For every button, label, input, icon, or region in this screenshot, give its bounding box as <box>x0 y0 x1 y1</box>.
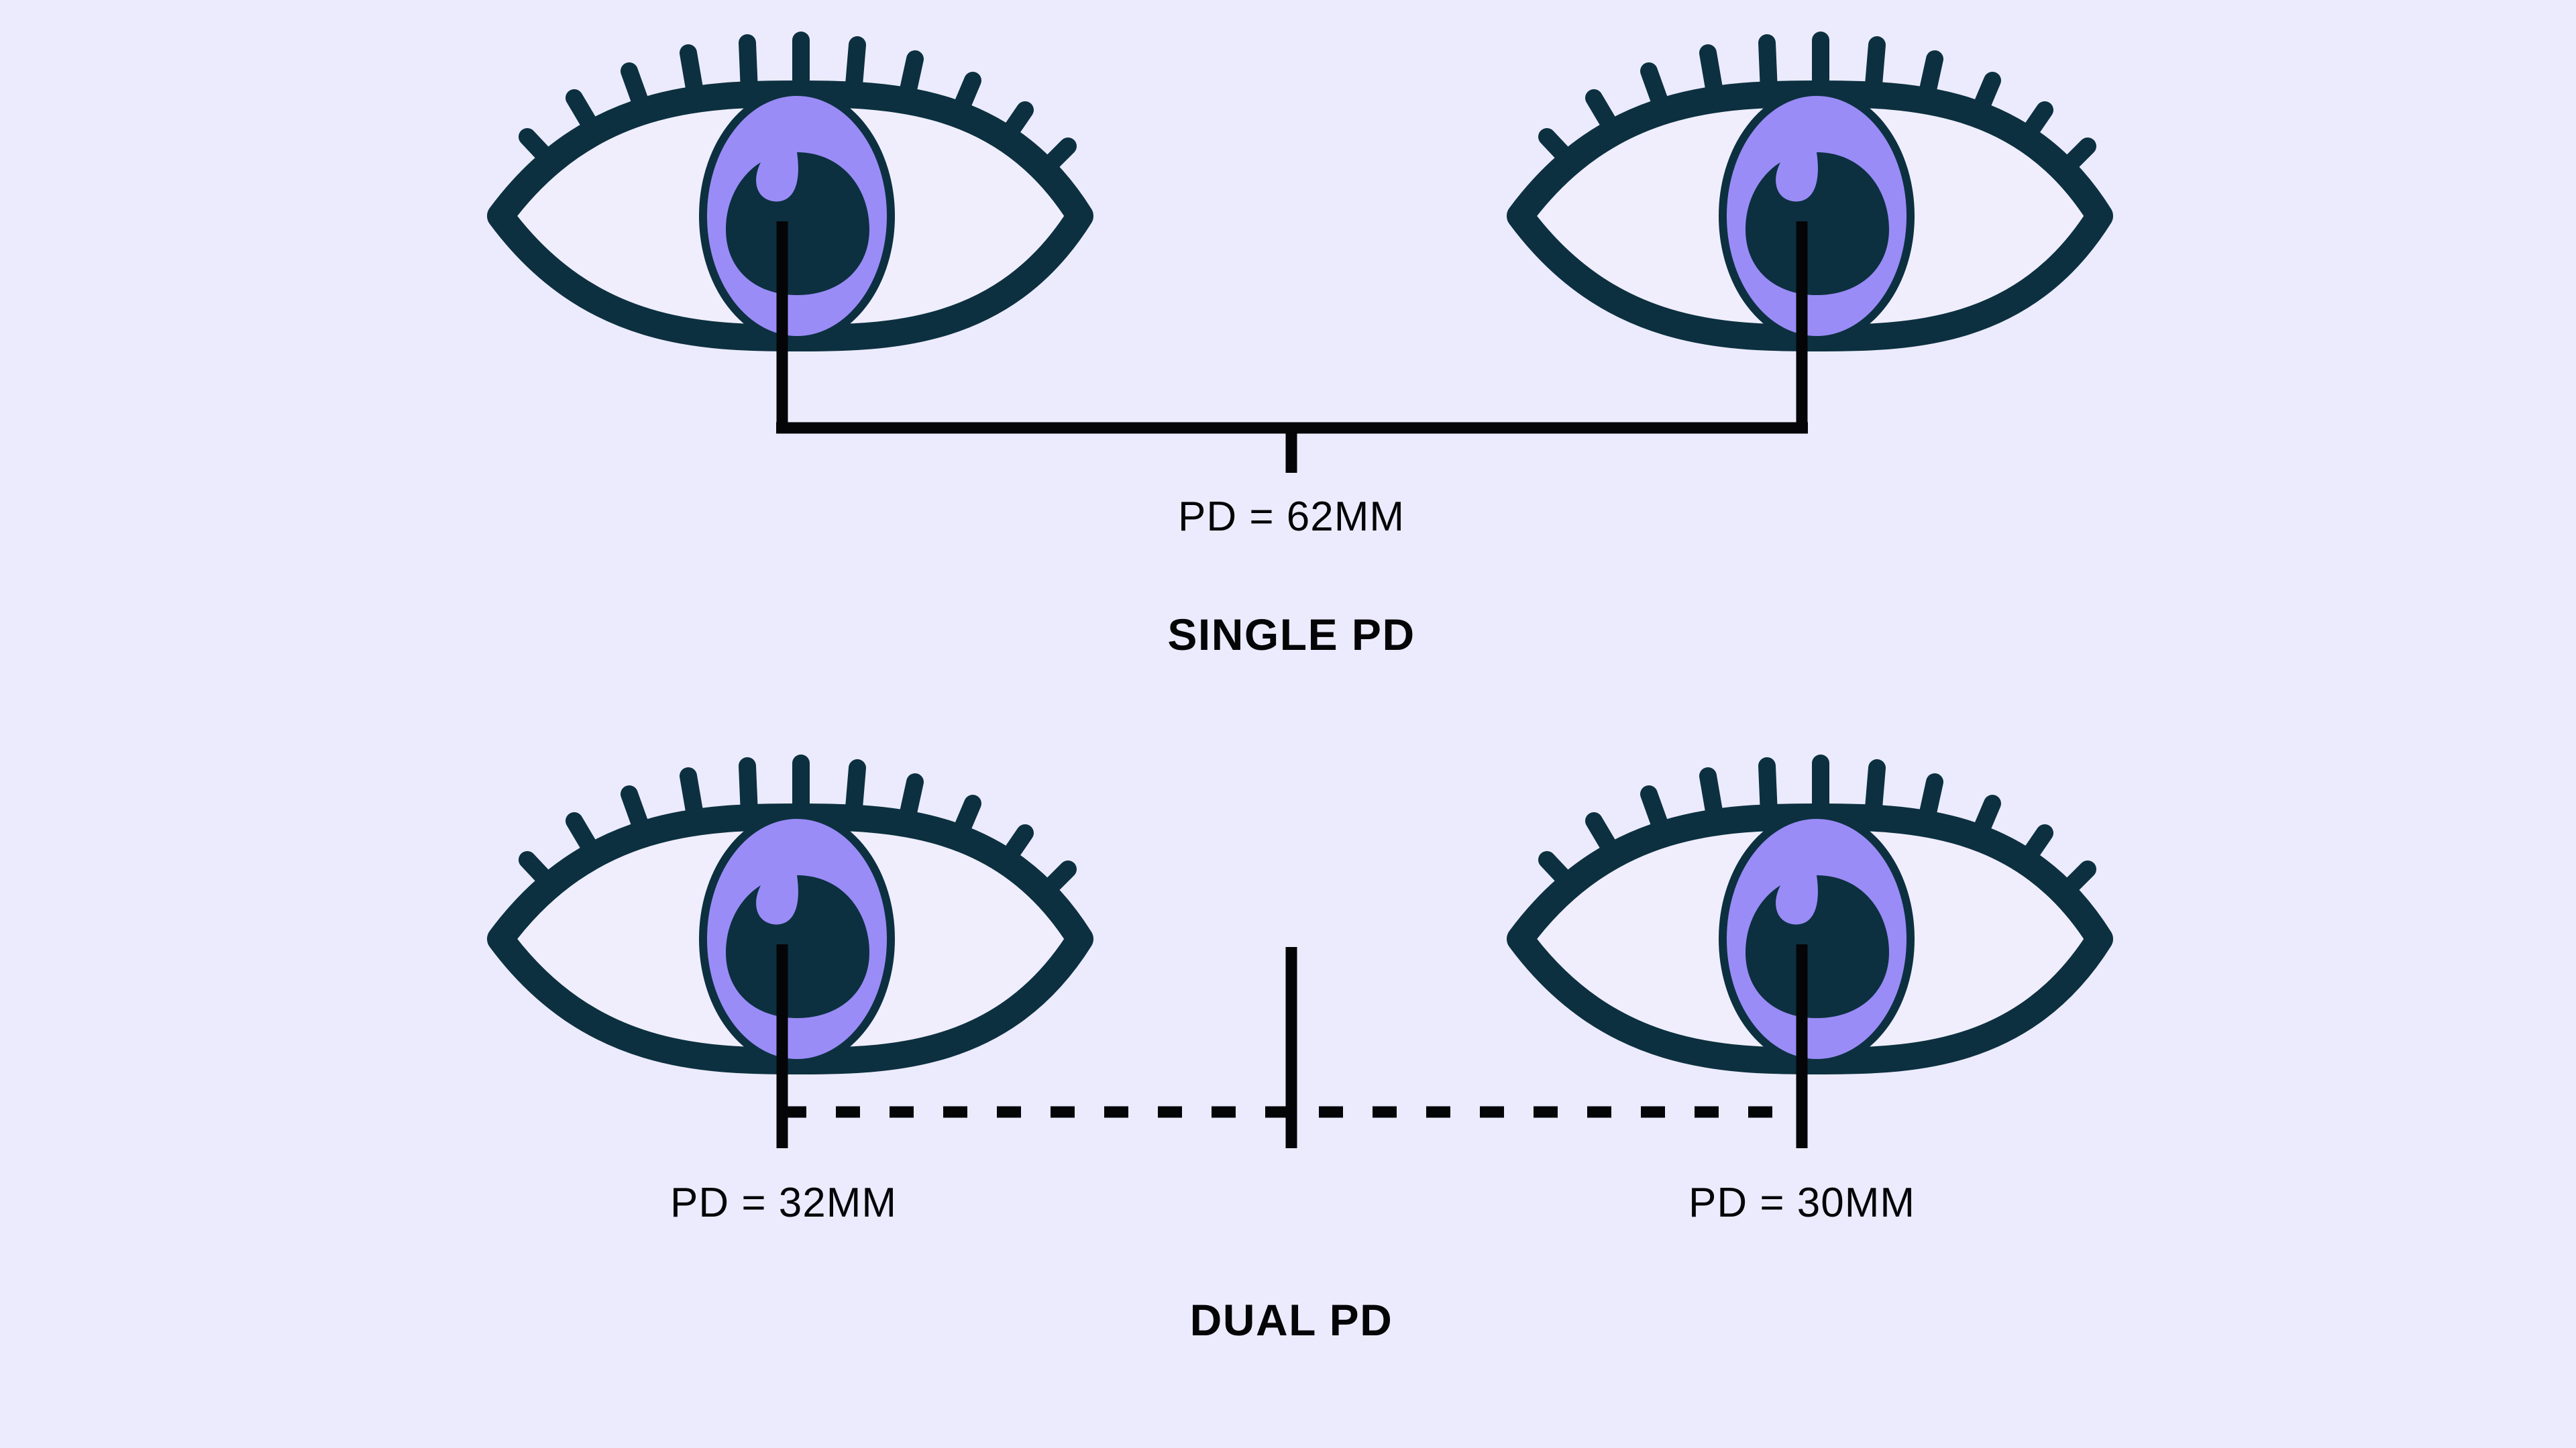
single-pd-left-eye <box>500 40 1080 340</box>
single-pd-bracket <box>776 221 1808 473</box>
single-pd-section-title: SINGLE PD <box>1167 610 1415 659</box>
dual-pd-left-eye <box>500 763 1080 1063</box>
single-pd-measurement-label: PD = 62MM <box>1177 494 1405 540</box>
single-pd-right-eye <box>1520 40 2100 340</box>
dual-pd-right-measurement-label: PD = 30MM <box>1688 1180 1916 1226</box>
dual-pd-left-measurement-label: PD = 32MM <box>669 1180 898 1226</box>
dual-pd-section-title: DUAL PD <box>1189 1295 1393 1345</box>
dual-pd-right-eye <box>1520 763 2100 1063</box>
